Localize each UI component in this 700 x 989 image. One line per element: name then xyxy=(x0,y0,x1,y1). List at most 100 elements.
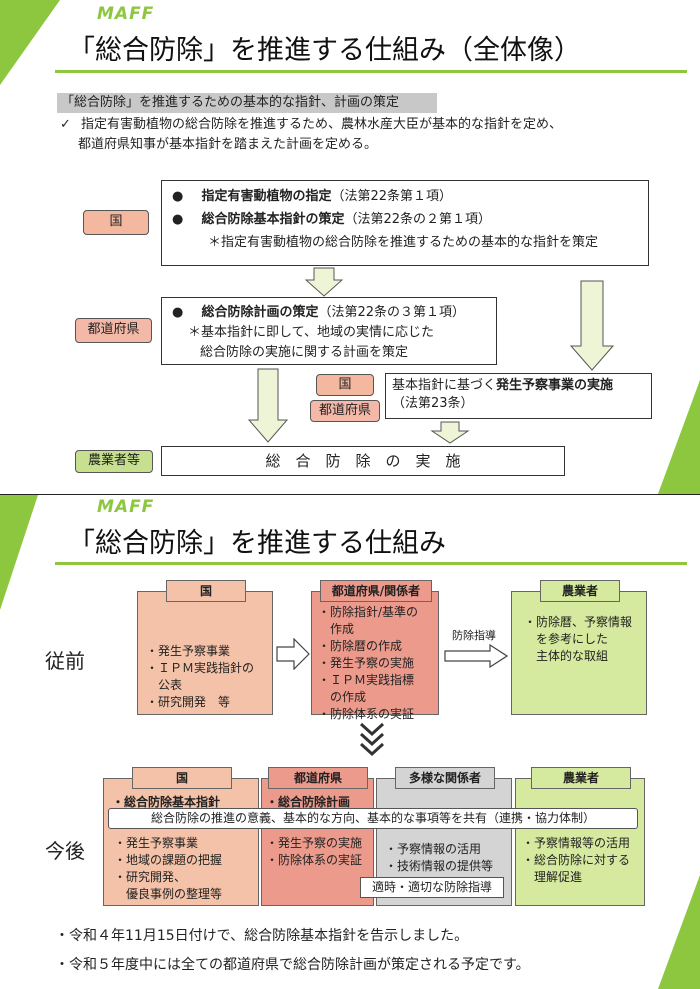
bullet-icon: ● xyxy=(172,305,184,320)
maff-logo: MAFF xyxy=(97,497,155,517)
pref-item-ref: （法第22条の３第１項） xyxy=(318,305,466,320)
list-item: ・防除体系の実証 xyxy=(266,853,363,867)
kuni-item-1: ● 指定有害動植物の指定（法第22条第１項） xyxy=(172,187,648,207)
list-item: ・地域の課題の把握 xyxy=(114,853,223,867)
list-item: 主体的な取組 xyxy=(524,649,609,663)
kuni-item-2: ● 総合防除基本指針の策定（法第22条の２第１項） xyxy=(172,210,648,230)
before-kuni-list: ・発生予察事業 ・ＩＰＭ実践指針の 公表 ・研究開発 等 xyxy=(146,643,254,711)
list-item: ・防除暦、予察情報 xyxy=(524,615,633,629)
list-item: ・発生予察事業 xyxy=(146,644,231,658)
chevron-down-icon xyxy=(359,722,385,757)
after-pref-header: 都道府県 xyxy=(268,767,368,789)
list-item: ・総合防除に対する xyxy=(522,853,631,867)
kuni-item-1-title: 指定有害動植物の指定 xyxy=(201,189,332,204)
after-farmer-list: ・予察情報等の活用 ・総合防除に対する 理解促進 xyxy=(522,835,630,886)
bullet-icon: ● xyxy=(172,212,184,227)
before-kuni-box: 国 ・発生予察事業 ・ＩＰＭ実践指針の 公表 ・研究開発 等 xyxy=(137,580,273,715)
after-farmer-box: 農業者 ・予察情報等の活用 ・総合防除に対する 理解促進 xyxy=(515,767,645,906)
title-underline xyxy=(55,562,687,565)
list-item: ・予察情報の活用 xyxy=(385,842,482,856)
pref-item-title: 総合防除計画の策定 xyxy=(201,305,319,320)
section-heading-text: 「総合防除」を推進するための基本的な指針、計画の策定 xyxy=(61,95,400,110)
kuni-label: 国 xyxy=(83,210,149,235)
list-item: ・防除指針/基準の xyxy=(318,605,419,619)
list-item: ・防除暦の作成 xyxy=(318,639,403,653)
pref-note-2: 総合防除の実施に関する計画を策定 xyxy=(200,345,409,360)
after-kuni-list: ・発生予察事業 ・地域の課題の把握 ・研究開発、 優良事例の整理等 xyxy=(114,835,222,903)
slide1-corner-decoration-right xyxy=(658,380,700,494)
list-item: ・研究開発、 xyxy=(114,870,187,884)
implementation-text: 総 合 防 除 の 実 施 xyxy=(265,452,461,470)
before-farmer-list: ・防除暦、予察情報 を参考にした 主体的な取組 xyxy=(524,614,632,665)
before-farmer-header: 農業者 xyxy=(540,580,620,602)
list-item: ・発生予察の実施 xyxy=(318,656,415,670)
slide1-corner-decoration-left xyxy=(0,0,60,85)
list-item: ・発生予察の実施 xyxy=(266,836,363,850)
after-kuni-box: 国 ・総合防除基本指針 ・発生予察事業 ・地域の課題の把握 ・研究開発、 優良事… xyxy=(103,767,259,906)
slide-1: MAFF 「総合防除」を推進する仕組み（全体像） 「総合防除」を推進するための基… xyxy=(0,0,700,494)
after-farmer-header: 農業者 xyxy=(531,767,631,789)
after-stake-list: ・予察情報の活用 ・技術情報の提供等 xyxy=(385,841,493,875)
pref-box: ● 総合防除計画の策定（法第22条の３第１項） ＊基本指針に即して、地域の実情に… xyxy=(161,297,497,365)
implementation-box: 総 合 防 除 の 実 施 xyxy=(161,446,565,476)
page-title: 「総合防除」を推進する仕組み（全体像） xyxy=(68,35,581,66)
list-item: の作成 xyxy=(318,690,367,704)
pref-note-1: ＊基本指針に即して、地域の実情に応じた xyxy=(188,325,434,340)
arrow-down-icon xyxy=(570,280,614,371)
list-item: 優良事例の整理等 xyxy=(114,887,223,901)
kuni-box: ● 指定有害動植物の指定（法第22条第１項） ● 総合防除基本指針の策定（法第2… xyxy=(161,180,649,266)
kuni-note: ＊指定有害動植物の総合防除を推進するための基本的な指針を策定 xyxy=(208,235,599,250)
arrow-down-icon xyxy=(430,421,470,444)
forecast-box: 基本指針に基づく発生予察事業の実施 （法第23条） xyxy=(385,373,652,419)
maff-logo: MAFF xyxy=(97,4,155,24)
intro-text: ✓ 指定有害動植物の総合防除を推進するため、農林水産大臣が基本的な指針を定め、 … xyxy=(60,115,660,155)
kuni-item-1-ref: （法第22条第１項） xyxy=(331,189,453,204)
section-heading: 「総合防除」を推進するための基本的な指針、計画の策定 xyxy=(57,93,437,113)
after-pref-top: ・総合防除計画 xyxy=(266,795,351,809)
arrow-right-icon xyxy=(444,644,508,668)
kuni-item-2-ref: （法第22条の２第１項） xyxy=(344,212,492,227)
before-kuni-header: 国 xyxy=(166,580,246,602)
after-kuni-header: 国 xyxy=(132,767,232,789)
guide-label: 防除指導 xyxy=(452,629,496,642)
after-kuni-top: ・総合防除基本指針 xyxy=(112,795,221,809)
list-item: 作成 xyxy=(318,622,355,636)
after-label: 今後 xyxy=(45,839,85,863)
title-underline xyxy=(55,70,687,73)
slide-separator xyxy=(0,494,700,495)
before-pref-header: 都道府県/関係者 xyxy=(320,580,432,602)
forecast-text-1: 基本指針に基づく xyxy=(392,378,497,393)
page-title-2: 「総合防除」を推進する仕組み xyxy=(68,528,446,559)
arrow-down-icon xyxy=(305,267,343,297)
list-item: 公表 xyxy=(146,678,183,692)
list-item: ・発生予察事業 xyxy=(114,836,199,850)
intro-line-2: 都道府県知事が基本指針を踏まえた計画を定める。 xyxy=(78,137,378,152)
before-pref-box: 都道府県/関係者 ・防除指針/基準の 作成 ・防除暦の作成 ・発生予察の実施 ・… xyxy=(311,580,439,721)
small-pref-label: 都道府県 xyxy=(310,400,380,422)
arrow-down-icon xyxy=(248,368,288,443)
slide-2: MAFF 「総合防除」を推進する仕組み 従前 今後 国 ・発生予察事業 ・ＩＰＭ… xyxy=(0,495,700,989)
intro-line-1: 指定有害動植物の総合防除を推進するため、農林水産大臣が基本的な指針を定め、 xyxy=(81,117,563,132)
after-stake-header: 多様な関係者 xyxy=(395,767,495,789)
note-1: ・令和４年11月15日付けで、総合防除基本指針を告示しました。 xyxy=(55,928,469,944)
guide-banner: 適時・適切な防除指導 xyxy=(360,877,504,898)
list-item: ・研究開発 等 xyxy=(146,695,231,709)
list-item: ・ＩＰＭ実践指針の xyxy=(146,661,255,675)
forecast-title: 発生予察事業の実施 xyxy=(496,378,614,393)
slide2-corner-decoration-left xyxy=(0,495,38,610)
after-pref-box: 都道府県 ・総合防除計画 ・発生予察の実施 ・防除体系の実証 xyxy=(261,767,374,906)
pref-label: 都道府県 xyxy=(75,318,152,343)
after-pref-list: ・発生予察の実施 ・防除体系の実証 xyxy=(266,835,362,869)
forecast-text-2: （法第23条） xyxy=(392,396,474,411)
list-item: ・予察情報等の活用 xyxy=(522,836,631,850)
list-item: ・防除体系の実証 xyxy=(318,707,415,721)
pref-item: ● 総合防除計画の策定（法第22条の３第１項） xyxy=(172,303,496,323)
small-kuni-label: 国 xyxy=(316,374,374,396)
check-icon: ✓ xyxy=(60,117,71,132)
before-pref-list: ・防除指針/基準の 作成 ・防除暦の作成 ・発生予察の実施 ・ＩＰＭ実践指標 の… xyxy=(318,604,418,723)
slide2-corner-decoration-right xyxy=(658,875,700,989)
list-item: を参考にした xyxy=(524,632,609,646)
note-2: ・令和５年度中には全ての都道府県で総合防除計画が策定される予定です。 xyxy=(55,957,530,973)
kuni-item-2-title: 総合防除基本指針の策定 xyxy=(201,212,345,227)
list-item: ・技術情報の提供等 xyxy=(385,859,494,873)
